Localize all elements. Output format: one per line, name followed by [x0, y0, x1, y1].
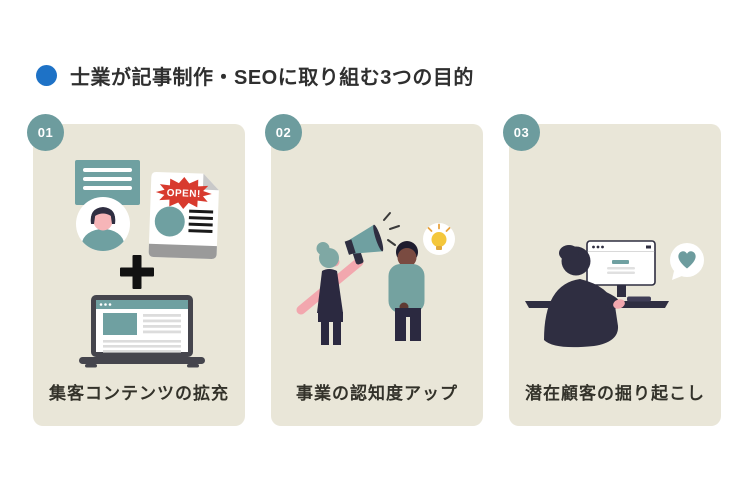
- lightbulb-icon: [423, 223, 455, 255]
- card3-illustration: [509, 150, 721, 376]
- card1-illustration: OPEN!: [33, 150, 245, 376]
- card-number-badge: 03: [503, 114, 540, 151]
- card-number-badge: 02: [265, 114, 302, 151]
- laptop-icon: [79, 295, 205, 368]
- card-attract-content: 01: [27, 114, 245, 426]
- page-title: 士業が記事制作・SEOに取り組む3つの目的: [70, 67, 474, 89]
- heart-bubble-icon: [670, 243, 704, 280]
- plus-icon: [120, 255, 154, 289]
- person-figure: [544, 245, 625, 348]
- card-caption: 集客コンテンツの拡充: [49, 384, 229, 403]
- hand-icon: [613, 299, 625, 309]
- card-awareness: 02: [265, 114, 483, 426]
- card-caption: 事業の認知度アップ: [296, 384, 458, 403]
- sound-lines-icon: [383, 212, 400, 246]
- open-flyer-icon: OPEN!: [148, 172, 219, 259]
- avatar-flyer-laptop-illustration: OPEN!: [75, 160, 219, 368]
- card-potential-customers: 03: [503, 114, 721, 426]
- card-caption: 潜在顧客の掘り起こし: [525, 384, 705, 403]
- cards-row: 01: [27, 114, 721, 426]
- avatar-icon: [76, 197, 130, 251]
- man-figure: [388, 241, 425, 341]
- card2-illustration: [271, 150, 483, 376]
- megaphone-icon: [344, 224, 384, 265]
- title-bullet-icon: [36, 65, 57, 86]
- header: 士業が記事制作・SEOに取り組む3つの目的: [36, 61, 474, 90]
- woman-figure: [296, 242, 364, 345]
- open-starburst-icon: [155, 176, 212, 209]
- open-flyer-label: OPEN!: [166, 188, 201, 200]
- person-at-computer-illustration: [525, 240, 704, 348]
- card-number-badge: 01: [27, 114, 64, 151]
- keyboard-icon: [627, 296, 651, 302]
- megaphone-announcement-illustration: [296, 212, 455, 345]
